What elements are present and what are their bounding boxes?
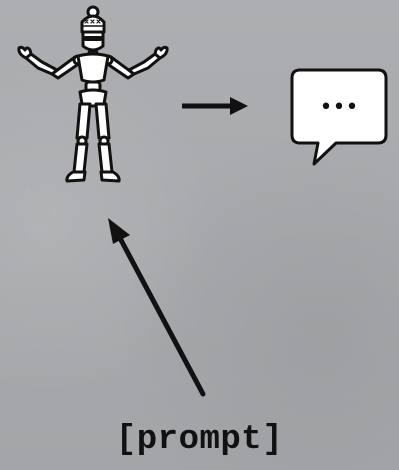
left-hand	[19, 47, 31, 58]
right-thigh	[96, 104, 109, 138]
right-shin	[99, 144, 112, 172]
sunglasses-icon	[84, 36, 102, 41]
right-forearm	[129, 54, 160, 74]
speech-bubble-icon: •••	[292, 70, 386, 164]
left-foot	[67, 172, 85, 181]
mannequin-icon	[19, 7, 167, 181]
left-forearm	[26, 54, 57, 74]
beanie-icon	[82, 16, 104, 32]
background-speckle	[8, 159, 340, 330]
right-foot	[101, 172, 119, 181]
torso-chest	[78, 54, 108, 82]
left-thigh	[77, 104, 90, 138]
arrow-to-bubble-icon	[182, 97, 248, 115]
prompt-label: [prompt]	[0, 420, 399, 460]
speech-bubble-ellipsis: •••	[320, 95, 359, 120]
right-hand	[155, 47, 167, 58]
arrow-prompt-to-figure-icon	[108, 218, 203, 394]
left-shin	[74, 144, 87, 172]
